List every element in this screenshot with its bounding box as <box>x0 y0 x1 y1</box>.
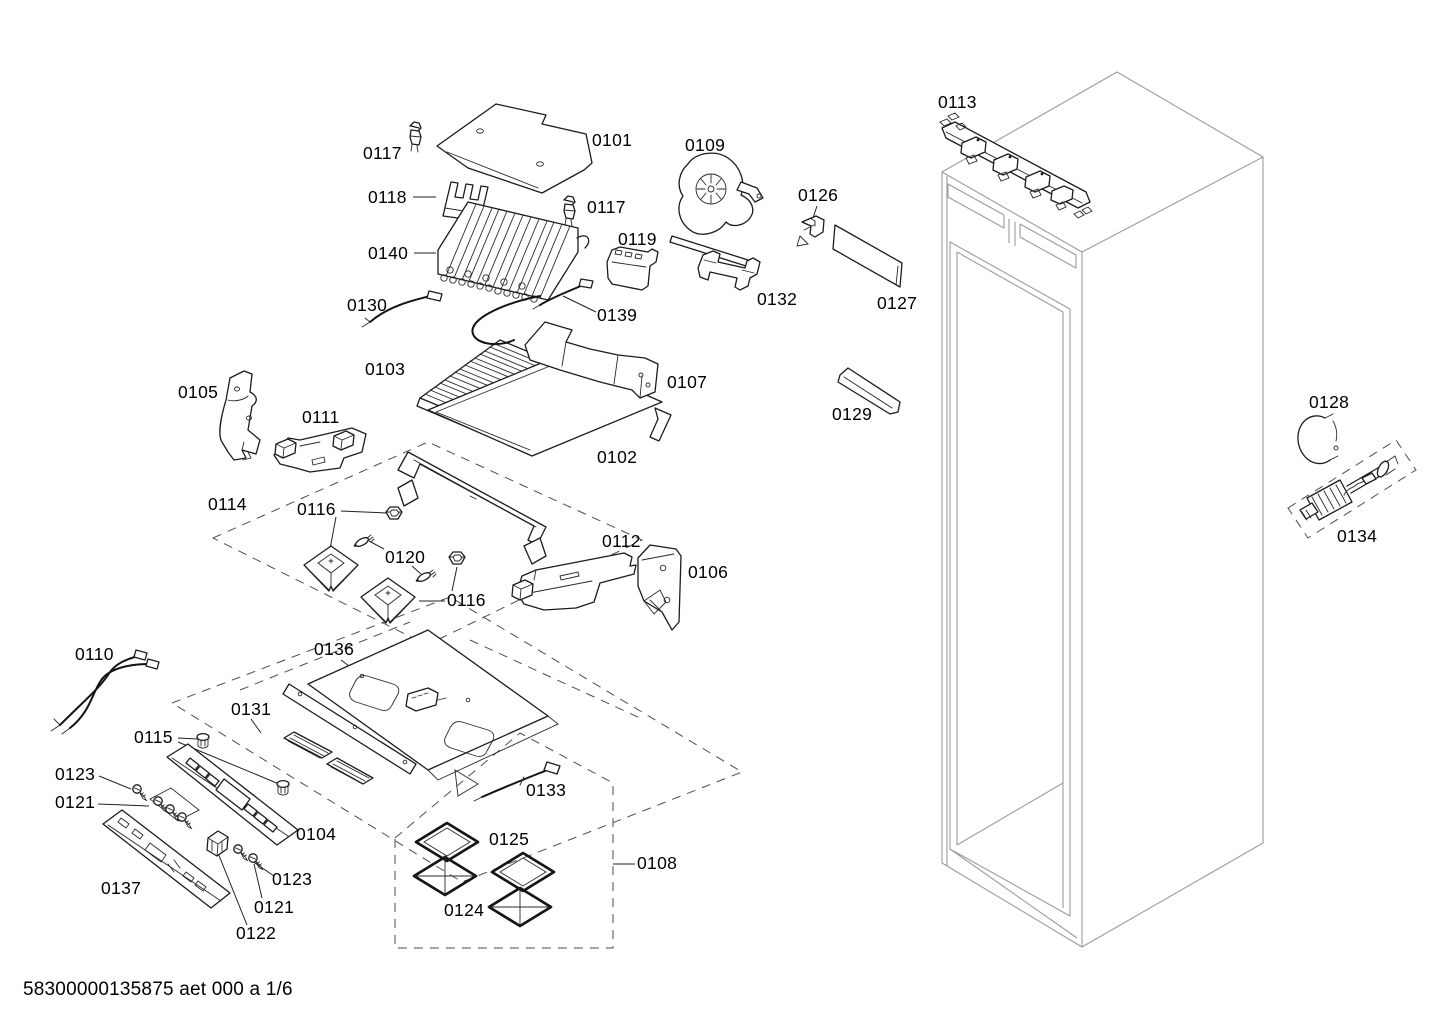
part-0129-strip <box>837 367 901 415</box>
part-0115-clip-a <box>196 732 210 749</box>
part-0123-screw-a <box>132 784 147 802</box>
part-label-0117-b: 0117 <box>587 197 626 217</box>
part-0116-nut-b <box>448 551 466 565</box>
part-label-0126: 0126 <box>798 185 839 205</box>
part-label-0139: 0139 <box>597 305 638 325</box>
group-box-0108 <box>394 732 614 949</box>
part-0109-fan-blower <box>669 152 764 267</box>
part-0122-clip <box>206 830 229 857</box>
part-0107-duct <box>524 321 659 399</box>
part-0130-wire <box>361 290 443 328</box>
part-label-0116-a: 0116 <box>297 499 336 519</box>
part-0104-control-panel <box>166 743 299 846</box>
part-0117-clip-a <box>409 121 422 153</box>
part-0123-screw-b <box>233 844 248 862</box>
part-0125-gasket-frames <box>414 821 556 893</box>
part-label-0116-b: 0116 <box>447 590 486 610</box>
vent-slots <box>283 731 374 785</box>
part-0133-wire <box>473 761 561 802</box>
part-label-0106: 0106 <box>688 562 729 582</box>
part-0136-shelf <box>282 629 559 797</box>
part-0114-rail <box>397 451 547 565</box>
part-0121-screws-a <box>153 796 192 830</box>
part-label-0130: 0130 <box>347 295 388 315</box>
part-label-0111: 0111 <box>302 407 340 427</box>
part-label-0103: 0103 <box>365 359 406 379</box>
part-0113-wiring-harness <box>939 112 1093 219</box>
part-label-0131: 0131 <box>231 699 272 719</box>
part-0101-top-cover <box>436 103 593 194</box>
part-0111-control-module <box>273 427 367 473</box>
part-label-0102: 0102 <box>597 447 638 467</box>
part-0137-front-panel <box>102 809 231 909</box>
part-label-0105: 0105 <box>178 382 219 402</box>
lamp-cover-a <box>303 545 359 592</box>
part-label-0118: 0118 <box>368 187 407 207</box>
part-label-0120: 0120 <box>385 547 426 567</box>
part-label-0107: 0107 <box>667 372 708 392</box>
part-label-0101: 0101 <box>592 130 633 150</box>
document-code: 58300000135875 aet 000 a 1/6 <box>23 979 293 1000</box>
part-label-0119: 0119 <box>618 229 657 249</box>
cabinet-wireframe <box>941 71 1264 948</box>
part-label-0134: 0134 <box>1337 526 1378 546</box>
part-0127-panel <box>832 224 903 288</box>
part-0110-wires <box>50 649 160 735</box>
part-label-0125: 0125 <box>489 829 530 849</box>
part-label-0123-b: 0123 <box>272 869 313 889</box>
part-0140-evaporator-coil <box>437 201 590 303</box>
part-label-0117-a: 0117 <box>363 143 402 163</box>
group-box-0114 <box>211 441 644 646</box>
part-label-0121-b: 0121 <box>254 897 295 917</box>
part-label-0127: 0127 <box>877 293 918 313</box>
part-label-0123-a: 0123 <box>55 764 96 784</box>
part-label-0124: 0124 <box>444 900 485 920</box>
part-label-0108: 0108 <box>637 853 678 873</box>
part-0112-panel <box>511 552 637 611</box>
group-box-0134 <box>1287 439 1417 539</box>
part-0128-ring-clamp <box>1297 413 1339 465</box>
part-0106-bracket <box>637 544 682 631</box>
part-0120-bulb-a <box>353 534 375 549</box>
part-label-0129: 0129 <box>832 404 873 424</box>
part-0139-wire <box>532 278 594 310</box>
part-label-0140: 0140 <box>368 243 409 263</box>
part-0134-motor <box>1299 455 1399 521</box>
part-0124-gasket-pads <box>412 855 553 928</box>
part-0116-nut-a <box>385 506 403 520</box>
part-0105-bracket <box>219 370 261 461</box>
part-label-0114: 0114 <box>208 494 247 514</box>
part-label-0132: 0132 <box>757 289 798 309</box>
part-0115-clip-b <box>276 779 290 796</box>
group-box-0136 <box>170 596 744 883</box>
part-label-0128: 0128 <box>1309 392 1350 412</box>
part-label-0112: 0112 <box>602 531 641 551</box>
part-label-0133: 0133 <box>526 780 567 800</box>
part-label-0113: 0113 <box>938 92 977 112</box>
part-label-0121-a: 0121 <box>55 792 96 812</box>
part-label-0109: 0109 <box>685 135 726 155</box>
part-label-0110: 0110 <box>75 644 114 664</box>
part-label-0115: 0115 <box>134 727 173 747</box>
part-0132-bracket <box>697 250 761 291</box>
part-label-0136: 0136 <box>314 639 355 659</box>
part-0119-terminal-block <box>606 246 659 291</box>
part-0126-clip <box>796 215 825 247</box>
screw-tray-outline <box>149 787 200 822</box>
part-label-0137: 0137 <box>101 878 142 898</box>
part-0117-clip-b <box>563 195 576 227</box>
part-label-0122: 0122 <box>236 923 277 943</box>
part-label-0104: 0104 <box>296 824 337 844</box>
